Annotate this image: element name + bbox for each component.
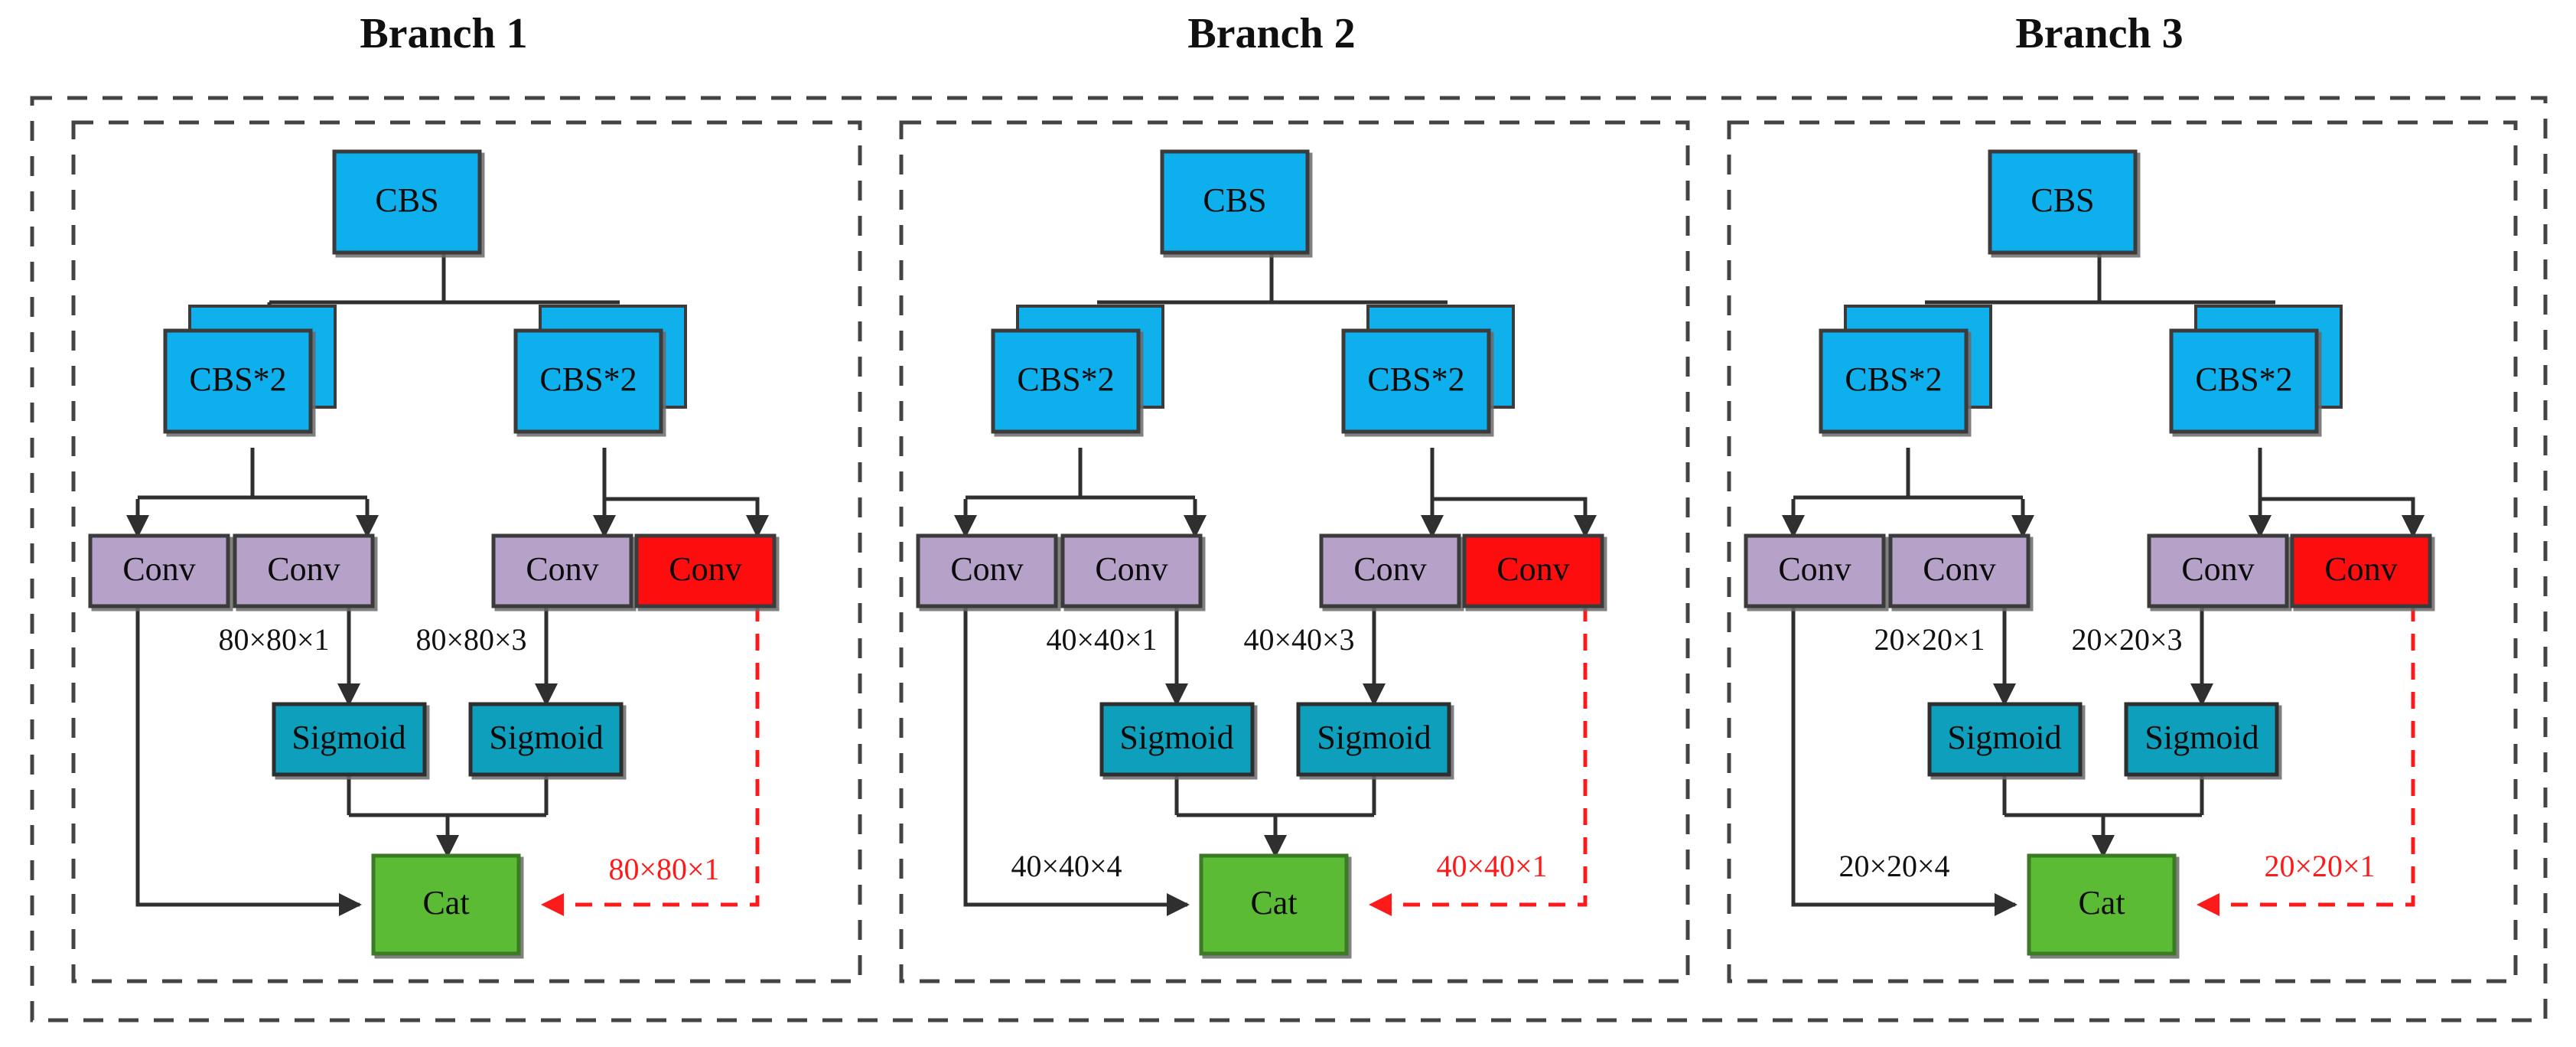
branch-3-cat-label: Cat xyxy=(2078,884,2125,921)
branch-3-label-conv3-sigmoid: 20×20×3 xyxy=(2071,622,2182,657)
branch-3-sigmoid-left-label: Sigmoid xyxy=(1947,719,2061,756)
branch-1-node-sigmoid-left[interactable]: Sigmoid xyxy=(272,702,427,777)
branch-3-node-cbs2-left[interactable]: CBS*2 xyxy=(1819,305,1992,434)
branch-2-node-conv-1[interactable]: Conv xyxy=(916,533,1058,608)
branch-1-cbs2-left-label: CBS*2 xyxy=(189,360,286,398)
branch-2-conv-1-label: Conv xyxy=(950,550,1023,588)
branch-2-group: Branch 2 40×40×1 40×40×3 40×40×4 40×40×1… xyxy=(899,10,1690,983)
branch-2-node-cbs2-left[interactable]: CBS*2 xyxy=(991,305,1164,434)
branch-1-node-sigmoid-right[interactable]: Sigmoid xyxy=(468,702,624,777)
branch-3-sigmoid-right-label: Sigmoid xyxy=(2144,719,2258,756)
branch-1-node-conv-2[interactable]: Conv xyxy=(233,533,375,608)
branch-1-dashed-box xyxy=(71,120,862,983)
branch-2-sigmoid-right-label: Sigmoid xyxy=(1317,719,1431,756)
branch-3-edge-skip-cat xyxy=(1791,605,2017,916)
branch-1-node-conv-1[interactable]: Conv xyxy=(88,533,230,608)
branch-2-edge-to-conv4 xyxy=(1432,497,1597,538)
branch-3-cbs-label: CBS xyxy=(2031,181,2094,219)
branch-3-node-cbs2-right[interactable]: CBS*2 xyxy=(2169,305,2343,434)
branch-1-cat-label: Cat xyxy=(422,884,469,921)
branch-3-label-red-cat: 20×20×1 xyxy=(2264,849,2375,883)
branch-2-conv-3-label: Conv xyxy=(1353,550,1426,588)
branch-1-edge-to-conv4 xyxy=(604,497,769,538)
branch-2-title: Branch 2 xyxy=(1187,10,1355,57)
branch-1-edge-left-split xyxy=(138,448,367,500)
branch-3-cbs2-right-label: CBS*2 xyxy=(2195,360,2292,398)
branch-1-cbs-label: CBS xyxy=(375,181,438,219)
branch-3-node-conv-4-red[interactable]: Conv xyxy=(2290,533,2432,608)
branch-3-node-conv-2[interactable]: Conv xyxy=(1888,533,2031,608)
branch-3-edge-to-conv4 xyxy=(2260,497,2425,538)
branch-3-edge-red-cat xyxy=(2197,605,2415,916)
branch-1-node-cbs[interactable]: CBS xyxy=(332,149,482,255)
branch-2-cbs2-right-label: CBS*2 xyxy=(1367,360,1464,398)
branch-2-edge-red-cat xyxy=(1369,605,1588,916)
branch-3-conv-3-label: Conv xyxy=(2181,550,2254,588)
branch-1-sigmoid-right-label: Sigmoid xyxy=(489,719,603,756)
branch-1-edge-skip-cat xyxy=(135,605,362,916)
branch-1-conv-4-label: Conv xyxy=(669,550,741,588)
branch-3-title: Branch 3 xyxy=(2015,10,2183,57)
branch-2-label-conv2-sigmoid: 40×40×1 xyxy=(1046,622,1157,657)
branch-3-node-conv-3[interactable]: Conv xyxy=(2147,533,2289,608)
branch-2-node-cat[interactable]: Cat xyxy=(1199,853,1349,956)
branch-2-node-conv-4-red[interactable]: Conv xyxy=(1462,533,1604,608)
branch-3-node-conv-1[interactable]: Conv xyxy=(1744,533,1886,608)
branch-2-edge-skip-cat xyxy=(963,605,1190,916)
branch-2-label-conv3-sigmoid: 40×40×3 xyxy=(1243,622,1354,657)
branch-2-label-red-cat: 40×40×1 xyxy=(1436,849,1547,883)
branch-2-node-cbs[interactable]: CBS xyxy=(1160,149,1310,255)
branch-2-edge-cbs-split xyxy=(1097,253,1448,305)
branch-3-node-cat[interactable]: Cat xyxy=(2027,853,2177,956)
branch-1-node-cat[interactable]: Cat xyxy=(371,853,521,956)
branch-1-label-red-cat: 80×80×1 xyxy=(608,852,719,886)
branch-3-label-conv2-sigmoid: 20×20×1 xyxy=(1874,622,1985,657)
branch-3-node-sigmoid-left[interactable]: Sigmoid xyxy=(1927,702,2083,777)
branch-3-node-sigmoid-right[interactable]: Sigmoid xyxy=(2124,702,2279,777)
branch-2-node-sigmoid-right[interactable]: Sigmoid xyxy=(1296,702,1451,777)
branch-3-conv-4-label: Conv xyxy=(2324,550,2397,588)
branch-2-cat-label: Cat xyxy=(1250,884,1297,921)
outer-dashed-container xyxy=(30,96,2548,1023)
branch-2-node-conv-3[interactable]: Conv xyxy=(1319,533,1461,608)
branch-3-node-cbs[interactable]: CBS xyxy=(1988,149,2138,255)
branch-1-edge-red-cat xyxy=(541,605,760,916)
branch-1-node-conv-3[interactable]: Conv xyxy=(491,533,633,608)
branch-1-sigmoid-left-label: Sigmoid xyxy=(291,719,405,756)
branch-1-conv-2-label: Conv xyxy=(267,550,340,588)
branch-2-sigmoid-left-label: Sigmoid xyxy=(1119,719,1233,756)
branch-3-cbs2-left-label: CBS*2 xyxy=(1845,360,1942,398)
branch-2-node-conv-2[interactable]: Conv xyxy=(1060,533,1203,608)
branch-3-dashed-box xyxy=(1727,120,2518,983)
branch-3-conv-1-label: Conv xyxy=(1778,550,1851,588)
branch-2-conv-2-label: Conv xyxy=(1095,550,1168,588)
branch-1-conv-1-label: Conv xyxy=(122,550,195,588)
branch-2-node-sigmoid-left[interactable]: Sigmoid xyxy=(1099,702,1255,777)
branch-2-dashed-box xyxy=(899,120,1690,983)
branch-1-group: Branch 1 80×80×1 80×80×3 80×80×1 CB xyxy=(71,10,862,983)
branch-2-conv-4-label: Conv xyxy=(1496,550,1569,588)
branch-1-node-cbs2-right[interactable]: CBS*2 xyxy=(513,305,687,434)
branch-1-label-conv3-sigmoid: 80×80×3 xyxy=(415,622,526,657)
branch-1-conv-3-label: Conv xyxy=(526,550,598,588)
branch-1-cbs2-right-label: CBS*2 xyxy=(539,360,637,398)
branch-1-label-conv2-sigmoid: 80×80×1 xyxy=(218,622,329,657)
branch-3-conv-2-label: Conv xyxy=(1923,550,1995,588)
branch-1-node-cbs2-left[interactable]: CBS*2 xyxy=(163,305,337,434)
branch-2-edge-left-split xyxy=(966,448,1195,500)
branch-1-title: Branch 1 xyxy=(360,10,527,57)
branch-3-group: Branch 3 20×20×1 20×20×3 20×20×4 20×20×1… xyxy=(1727,10,2518,983)
branch-3-label-skip-cat: 20×20×4 xyxy=(1838,849,1949,883)
branch-2-cbs2-left-label: CBS*2 xyxy=(1017,360,1114,398)
branch-2-label-skip-cat: 40×40×4 xyxy=(1011,849,1122,883)
branch-3-edge-left-split xyxy=(1793,448,2023,500)
branch-2-cbs-label: CBS xyxy=(1203,181,1266,219)
branch-1-node-conv-4-red[interactable]: Conv xyxy=(634,533,777,608)
branch-2-node-cbs2-right[interactable]: CBS*2 xyxy=(1341,305,1515,434)
branch-3-edge-cbs-split xyxy=(1925,253,2275,305)
